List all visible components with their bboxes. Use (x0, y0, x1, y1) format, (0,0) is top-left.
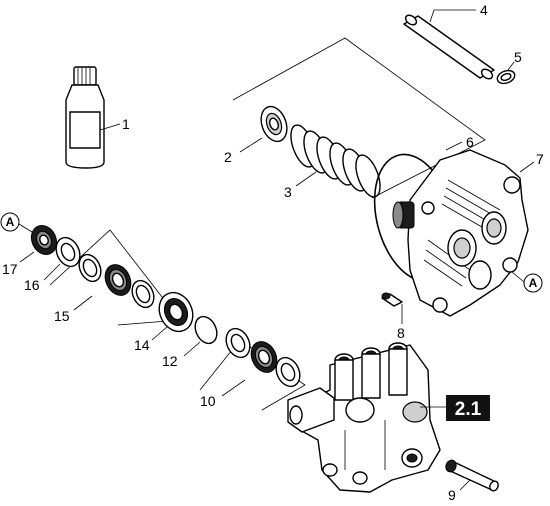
callout-2: 2 (224, 149, 232, 165)
part-4-rod (403, 14, 495, 80)
callout-6: 6 (466, 134, 474, 150)
callout-16: 16 (24, 277, 40, 293)
part-12-o-ring (194, 315, 218, 345)
callout-17: 17 (2, 261, 18, 277)
leader-1 (99, 123, 121, 131)
callout-5: 5 (514, 49, 522, 65)
callout-15: 15 (54, 308, 70, 324)
part-15-seals (78, 253, 155, 309)
leader-3 (295, 171, 317, 187)
assembly-frame-upper (232, 37, 486, 199)
part-2-washer (260, 105, 288, 143)
leader-6 (445, 141, 463, 151)
leader-14 (151, 325, 169, 341)
svg-text:A: A (6, 215, 15, 229)
part-17-nut (30, 224, 58, 256)
callout-14: 14 (134, 337, 150, 353)
part-3-spring (290, 124, 381, 198)
part-10-seals (225, 327, 301, 388)
leader-16 (43, 263, 61, 281)
leader-15 (73, 295, 93, 311)
leader-7 (519, 161, 535, 173)
leader-4b (429, 9, 435, 23)
reference-mark-left: A (0, 212, 33, 233)
part-2-1-manifold (287, 342, 441, 493)
part-9-bolt (445, 459, 499, 492)
callout-1: 1 (122, 116, 130, 132)
part-badge: 2.1 (446, 395, 490, 421)
part-14-seal-housing (158, 291, 194, 333)
callout-10: 10 (200, 393, 216, 409)
leader-2 (239, 137, 263, 153)
callout-9: 9 (448, 487, 456, 503)
callout-4: 4 (480, 2, 488, 18)
leader-10 (221, 379, 246, 397)
leader-12 (183, 341, 201, 357)
part-16-washer (55, 236, 81, 268)
callout-3: 3 (284, 184, 292, 200)
leader-5 (507, 61, 515, 71)
callout-8: 8 (397, 325, 405, 341)
leader-17 (19, 251, 35, 263)
part-8-screw (381, 292, 403, 307)
svg-text:A: A (529, 276, 538, 290)
svg-text:2.1: 2.1 (455, 399, 482, 420)
leader-9 (459, 479, 471, 491)
callout-7: 7 (536, 151, 544, 167)
callout-12: 12 (162, 353, 178, 369)
reference-mark-right: A (511, 271, 543, 293)
part-1-oil-bottle (65, 66, 105, 169)
part-5-ring (496, 69, 516, 85)
part-7-pump-housing (392, 149, 529, 317)
